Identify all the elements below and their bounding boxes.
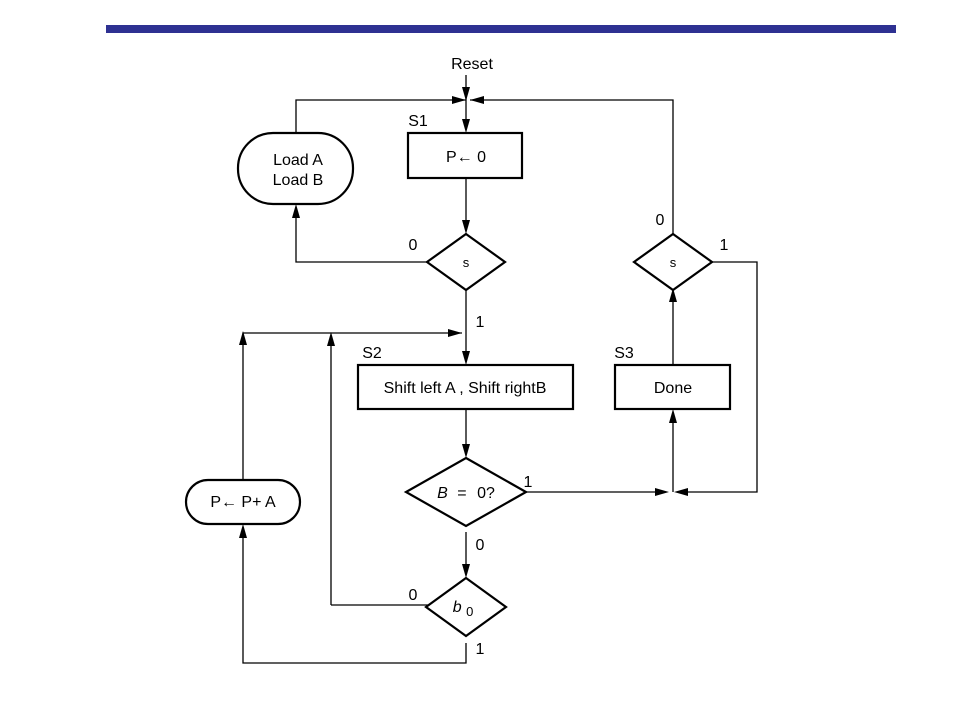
s2-merge-line <box>242 332 462 337</box>
s-right-decision <box>632 232 714 292</box>
b-zero-one-label: 1 <box>524 474 533 491</box>
s2-state-label: S2 <box>362 345 382 362</box>
title-bar-accent <box>106 25 896 33</box>
b-zero-var: B <box>437 485 448 502</box>
b-zero-op: = <box>457 485 466 502</box>
s-left-zero-label: 0 <box>409 237 418 254</box>
s2-action: Shift left A , Shift rightB <box>384 380 547 397</box>
connectors <box>242 75 758 664</box>
s-zero-line <box>295 212 428 263</box>
s-right-one-line <box>680 261 758 493</box>
s-left-var: s <box>463 255 470 270</box>
load-b-text: Load B <box>273 172 324 189</box>
b0-zero-label: 0 <box>409 587 418 604</box>
b-zero-condition: B = 0? <box>437 485 495 502</box>
s1-entry-arrow <box>462 119 470 133</box>
s1-state-box <box>406 131 524 180</box>
done-return-line <box>470 99 674 238</box>
b0-subscript: 0 <box>466 604 473 619</box>
s3-action: Done <box>654 380 692 397</box>
s1-action: P← 0 <box>446 149 486 166</box>
s3-state-label: S3 <box>614 345 634 362</box>
b0-condition: b 0 <box>453 599 474 619</box>
load-box <box>236 131 355 206</box>
reset-arrow <box>462 87 470 101</box>
s-left-decision <box>425 232 507 292</box>
s-right-zero-label: 0 <box>656 212 665 229</box>
add-action: P← P+ A <box>210 494 276 511</box>
reset-label: Reset <box>451 56 493 73</box>
b0-one-label: 1 <box>476 641 485 658</box>
b0-one-line <box>242 530 467 664</box>
s1-state-label: S1 <box>408 113 428 130</box>
b0-var: b <box>453 599 462 616</box>
s-left-one-label: 1 <box>476 314 485 331</box>
b-zero-decision <box>403 456 529 528</box>
arrowheads <box>239 87 688 578</box>
load-return-line <box>295 99 466 133</box>
s2-state-box <box>356 363 575 411</box>
add-box <box>184 478 302 526</box>
load-a-text: Load A <box>273 152 323 169</box>
b-zero-rhs: 0? <box>477 485 495 502</box>
b0-decision <box>424 576 508 638</box>
b-zero-zero-label: 0 <box>476 537 485 554</box>
s-right-var: s <box>670 255 677 270</box>
s-right-one-label: 1 <box>720 237 729 254</box>
s3-state-box <box>613 363 732 411</box>
